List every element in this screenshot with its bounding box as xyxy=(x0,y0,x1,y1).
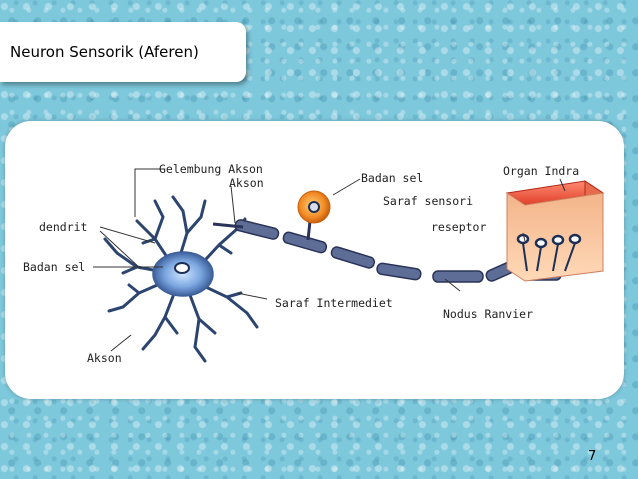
page-number: 7 xyxy=(588,449,597,464)
label-leader-lines xyxy=(93,168,566,352)
dendrites xyxy=(103,195,259,363)
label-organ-indra: Organ Indra xyxy=(503,164,579,178)
slide-title-box: Neuron Sensorik (Aferen) xyxy=(0,22,246,82)
sense-organ-skin xyxy=(505,180,605,282)
neuron-diagram: Gelembung Akson Akson Badan sel Saraf se… xyxy=(23,162,605,365)
sensory-cell-stalk xyxy=(306,220,312,241)
label-akson-bottom: Akson xyxy=(87,351,122,365)
label-badan-sel-left: Badan sel xyxy=(23,260,85,274)
label-saraf-intermediet: Saraf Intermediet xyxy=(275,296,393,310)
slide-title: Neuron Sensorik (Aferen) xyxy=(10,43,199,61)
sensory-cell-nucleus xyxy=(308,201,320,213)
neuron-nucleus xyxy=(174,262,190,274)
label-nodus-ranvier: Nodus Ranvier xyxy=(443,307,533,321)
label-gelembung-akson: Gelembung Akson xyxy=(159,162,263,176)
label-dendrit: dendrit xyxy=(39,220,87,234)
label-akson-top: Akson xyxy=(229,176,264,190)
label-badan-sel-top: Badan sel xyxy=(361,171,423,185)
label-saraf-sensori: Saraf sensori xyxy=(383,194,473,208)
label-reseptor: reseptor xyxy=(431,220,486,234)
axon-core xyxy=(212,222,244,229)
diagram-panel: Gelembung Akson Akson Badan sel Saraf se… xyxy=(5,121,624,399)
neuron-cell-body xyxy=(152,251,214,297)
receptor-nerve-endings xyxy=(522,242,576,272)
